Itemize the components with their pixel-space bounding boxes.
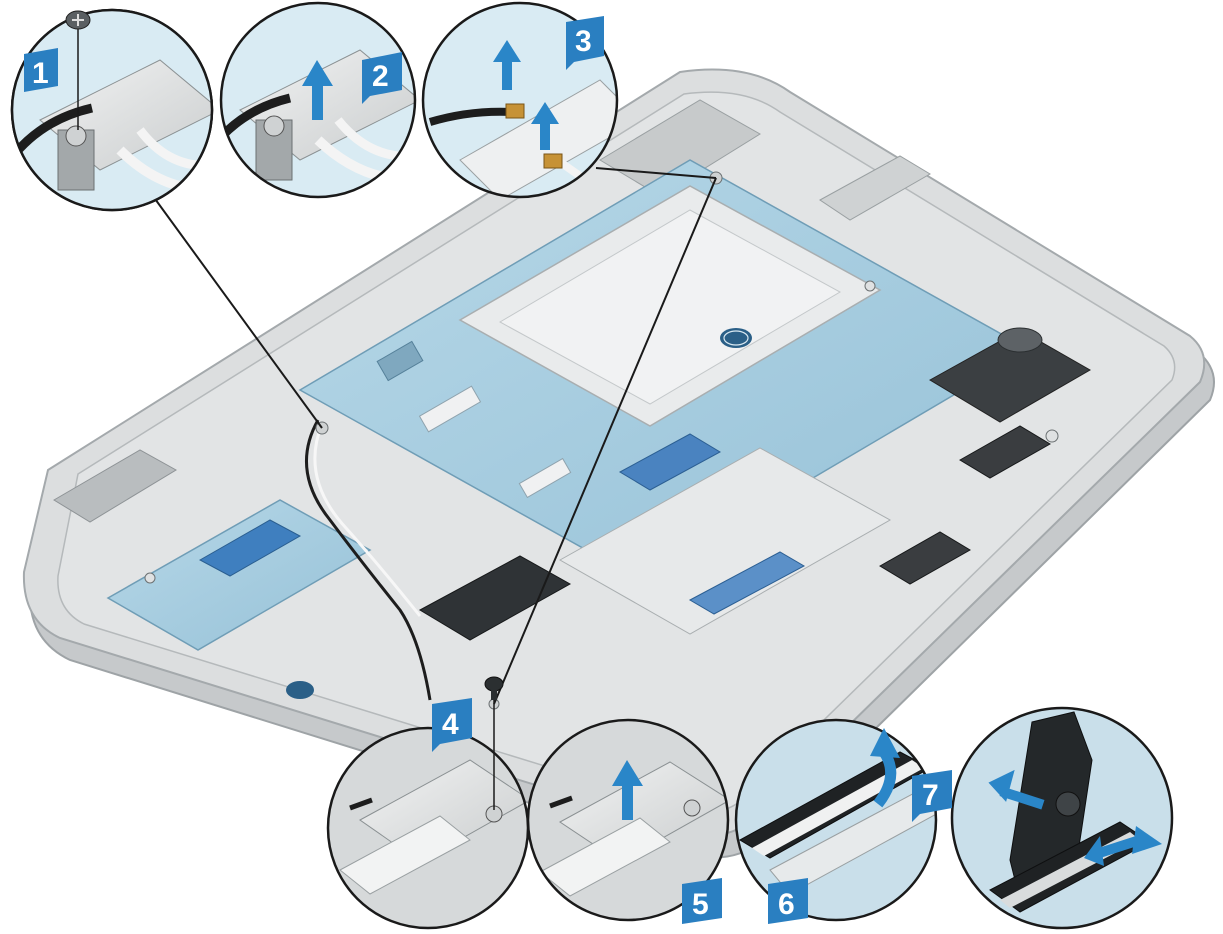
step-number-3: 3 bbox=[575, 25, 592, 58]
step-number-5: 5 bbox=[692, 888, 709, 921]
dell-logo-daughterboard bbox=[286, 681, 314, 699]
speaker-grille bbox=[998, 328, 1042, 352]
dell-logo-board bbox=[720, 328, 752, 348]
step-badge-1: 1 bbox=[24, 48, 58, 92]
screw-hole bbox=[1046, 430, 1058, 442]
step-number-2: 2 bbox=[372, 60, 389, 93]
screw-icon bbox=[66, 11, 90, 29]
detail-view-step7 bbox=[950, 700, 1180, 934]
step-badge-6: 6 bbox=[768, 878, 808, 924]
step-number-1: 1 bbox=[32, 57, 49, 90]
step-number-7: 7 bbox=[922, 779, 939, 812]
screw-hole bbox=[145, 573, 155, 583]
screw-hole bbox=[865, 281, 875, 291]
step-number-6: 6 bbox=[778, 888, 795, 921]
detail-view-step1 bbox=[0, 0, 230, 230]
detail-view-step2 bbox=[200, 0, 440, 220]
step-badge-5: 5 bbox=[682, 878, 722, 924]
step-number-4: 4 bbox=[442, 708, 459, 741]
